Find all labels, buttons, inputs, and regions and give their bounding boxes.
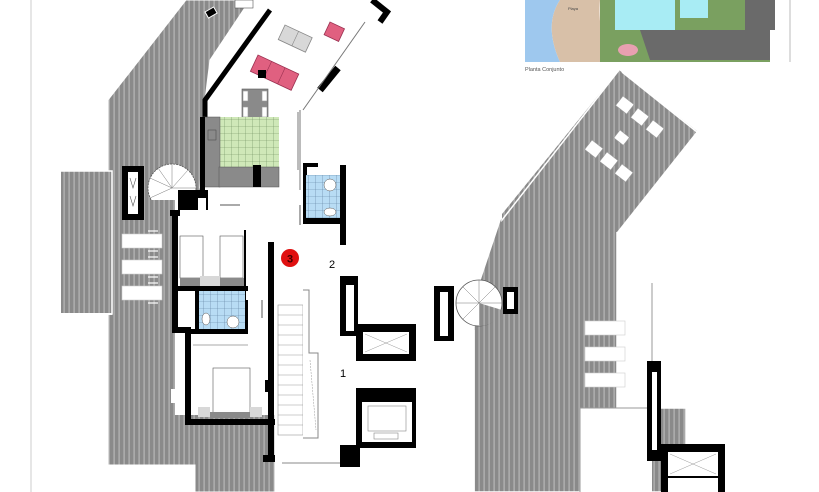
- sun-loungers-roof-top: [584, 95, 665, 183]
- armchair-pink: [323, 21, 346, 42]
- sofa-pink: [249, 54, 300, 91]
- room-label-hall-upper: 2: [329, 259, 335, 271]
- staircase: [277, 304, 304, 436]
- kitchen-floor: [219, 117, 279, 167]
- site-plan-caption: Planta Conjunto: [525, 67, 564, 73]
- site-plan: Playa Planta Conjunto: [525, 0, 791, 73]
- sun-loungers-roof-bottom: [584, 320, 626, 388]
- roof-terrace-plan: [434, 68, 725, 492]
- master-bed: [212, 367, 251, 414]
- unit-marker-number: 3: [287, 254, 293, 266]
- sofa-grey: [277, 24, 313, 53]
- penthouse-plan: 3 2 1: [59, 0, 416, 492]
- sun-loungers-left: [121, 233, 163, 301]
- unit-marker: [281, 249, 299, 267]
- terrace-extension-deck: [59, 170, 113, 315]
- room-label-hall-lower: 1: [340, 368, 346, 380]
- beach-label: Playa: [568, 6, 579, 11]
- kitchen-counter: [202, 116, 221, 188]
